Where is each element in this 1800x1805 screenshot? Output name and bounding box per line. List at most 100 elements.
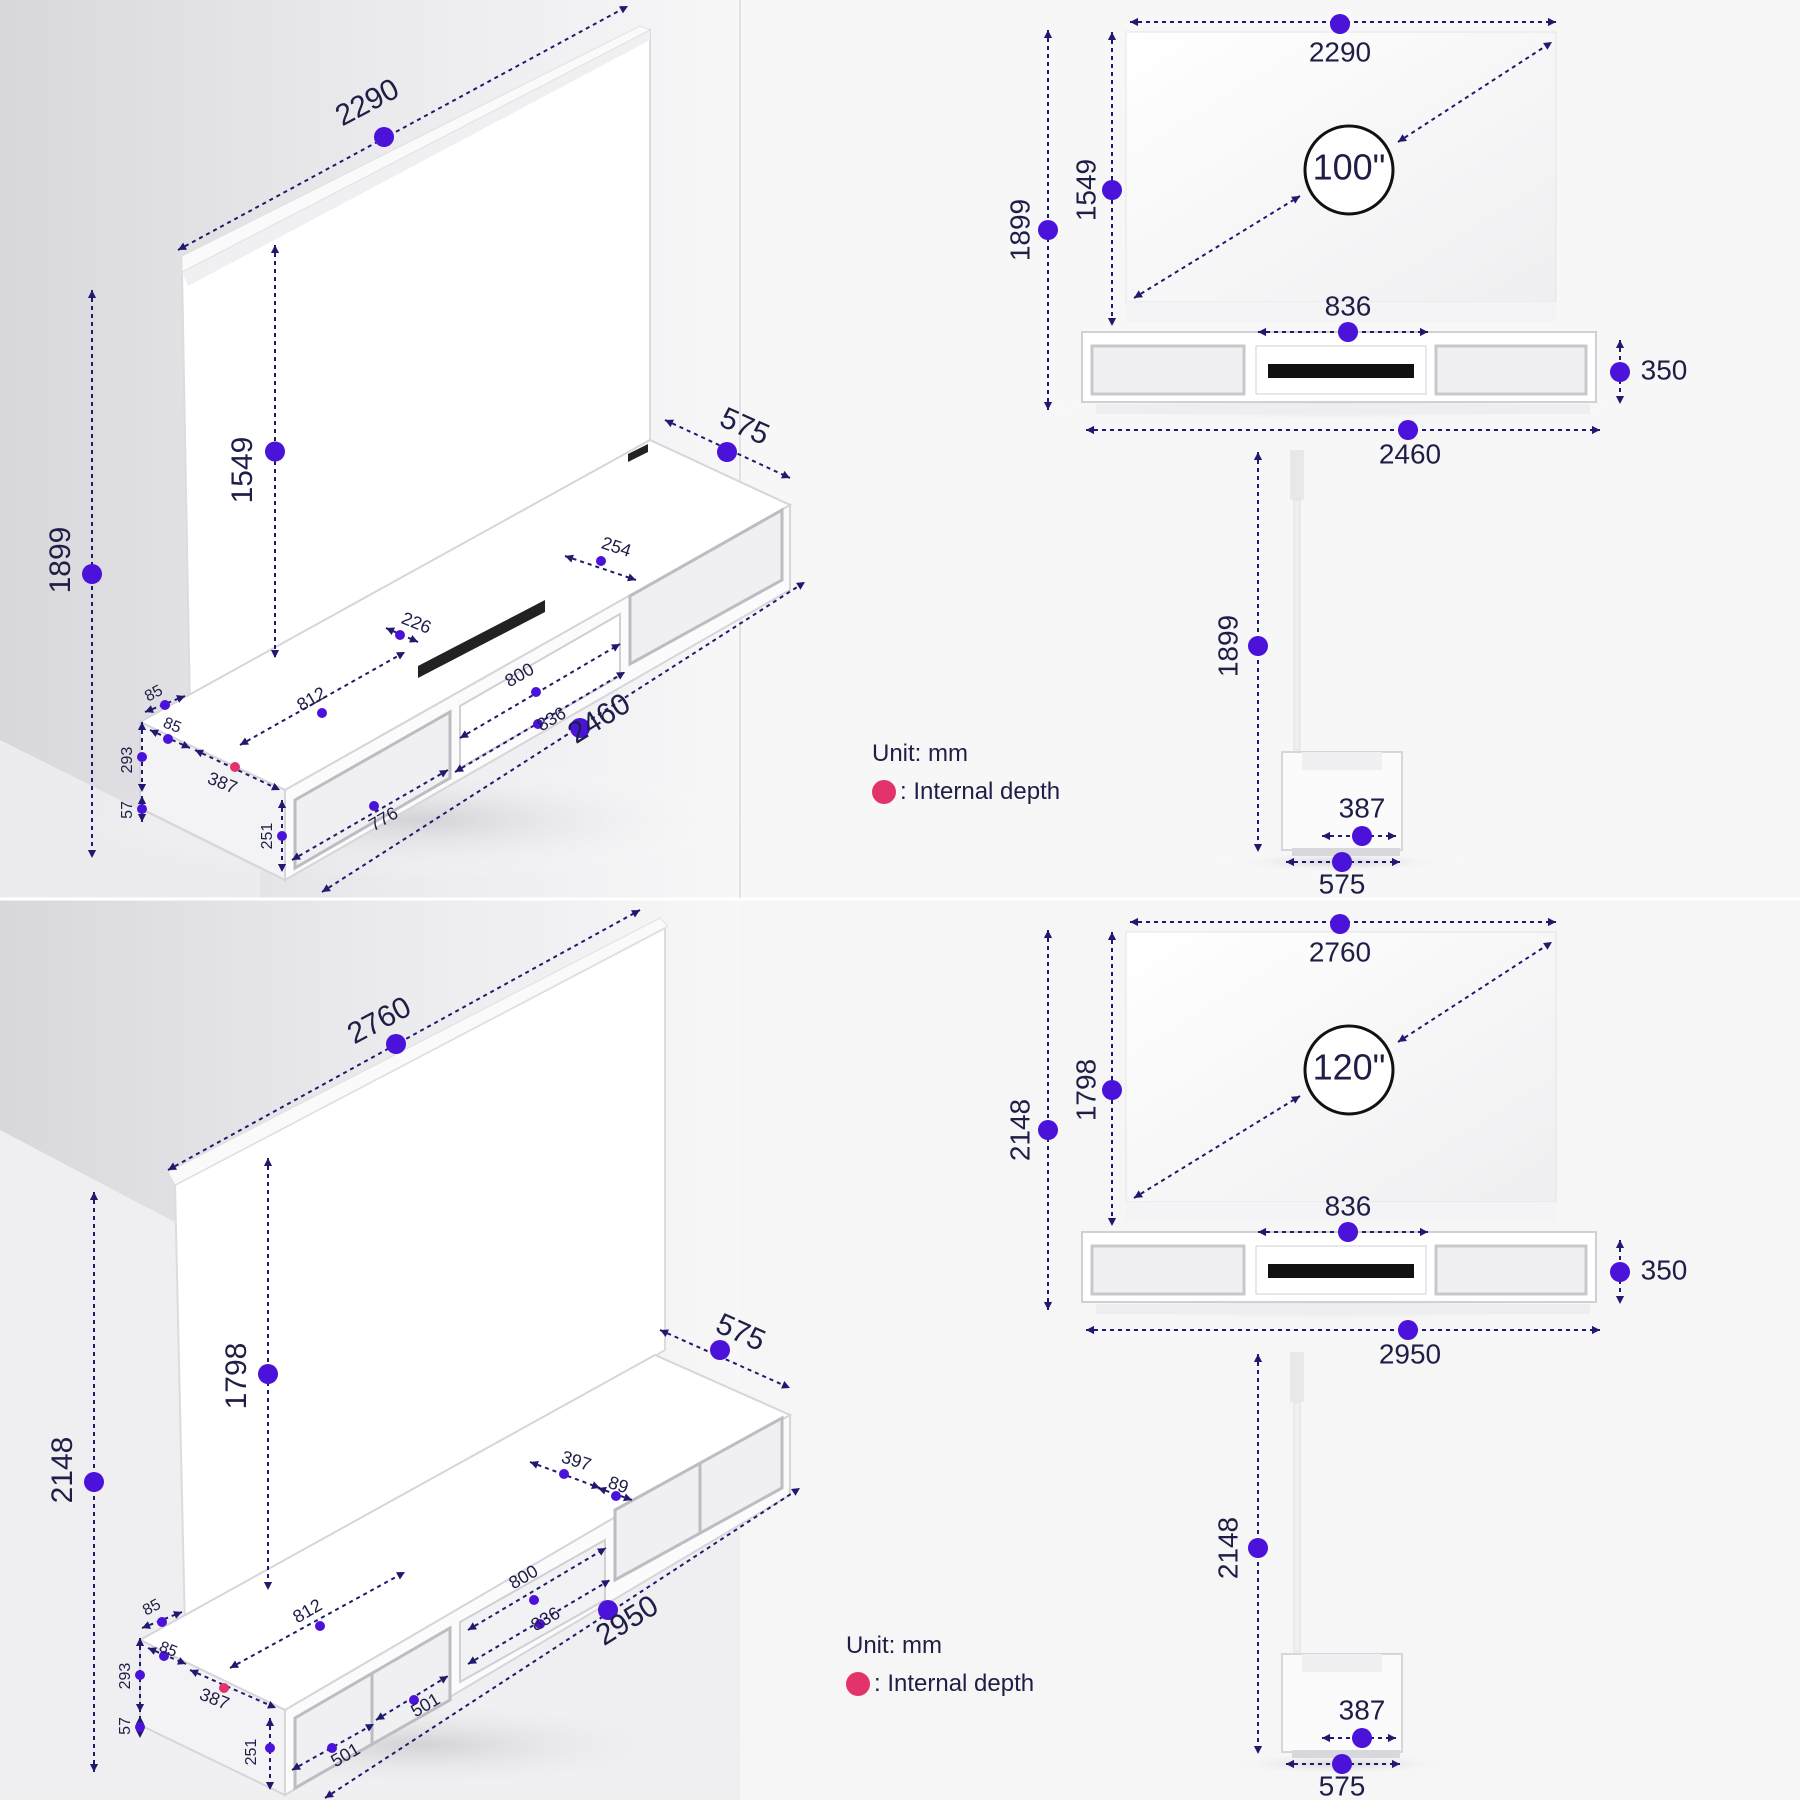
iso-offset-85b-label: 85 (157, 1639, 180, 1661)
dimension-dot-icon (1330, 14, 1350, 34)
dimension-dot-icon (327, 1743, 337, 1753)
side-internal-depth-label: 387 (1339, 792, 1386, 823)
top-legend-internal-depth: : Internal depth (900, 778, 1061, 805)
front-cabinet-length-label: 2460 (1379, 438, 1441, 469)
bottom-legend-unit: Unit: mm (846, 1632, 942, 1659)
dimension-dot-icon (386, 1034, 406, 1054)
front-screen-diagonal (1133, 941, 1553, 1199)
dimension-dot-icon (1610, 362, 1630, 382)
dimension-dot-icon (559, 1469, 569, 1479)
front-screen-height: 1549 (1070, 32, 1122, 326)
iso-inner-251: 251 (243, 1718, 275, 1790)
dimension-dot-icon (533, 719, 543, 729)
side-depth-label: 575 (1319, 1770, 1366, 1800)
front-cabinet-height: 350 (1610, 340, 1687, 404)
iso-screen-height-label: 1798 (220, 1343, 253, 1410)
front-cabinet-height: 350 (1610, 1240, 1687, 1304)
side-total-height: 2148 (1212, 1354, 1268, 1754)
top-legend-unit: Unit: mm (872, 740, 968, 767)
dimension-dot-icon (163, 734, 173, 744)
iso-height-293: 293 (119, 722, 147, 792)
dimension-dot-icon (157, 1617, 167, 1627)
internal-depth-dot-icon (846, 1672, 870, 1696)
side-depth-label: 575 (1319, 868, 1366, 899)
dimension-dot-icon (1102, 180, 1122, 200)
iso-screen-height: 1798 (220, 1158, 278, 1590)
front-screen-height: 1798 (1070, 932, 1122, 1226)
iso-height-57: 57 (117, 1716, 145, 1738)
internal-depth-dot-icon (230, 762, 240, 772)
dimension-dot-icon (529, 1595, 539, 1605)
side-total-height-label: 1899 (1212, 615, 1243, 677)
iso-offset-85b: 85 (147, 1639, 187, 1665)
front-total-height: 1899 (1004, 30, 1058, 410)
dimension-dot-icon (1398, 1320, 1418, 1340)
dimension-dot-icon (374, 127, 394, 147)
front-screen-width-label: 2760 (1309, 936, 1371, 967)
dimension-dot-icon (596, 556, 606, 566)
dimension-dot-icon (315, 1621, 325, 1631)
dimension-dot-icon (1248, 636, 1268, 656)
front-screen-width: 2760 (1130, 914, 1556, 967)
dimension-dot-icon (1610, 1262, 1630, 1282)
dimension-dot-icon (598, 1600, 618, 1620)
dimension-dot-icon (135, 1722, 145, 1732)
iso-total-height: 2148 (46, 1192, 104, 1772)
dimension-dot-icon (369, 801, 379, 811)
front-total-height-label: 1899 (1004, 199, 1035, 261)
dimension-dot-icon (265, 441, 285, 462)
side-internal-depth: 387 (1322, 1694, 1396, 1748)
dimension-dot-icon (1332, 852, 1352, 872)
dimension-dot-icon (137, 804, 147, 814)
iso-screen-height: 1549 (226, 245, 285, 658)
top-front-furniture (1030, 31, 1630, 422)
front-screen-width: 2290 (1130, 14, 1556, 67)
side-total-height-label: 2148 (1212, 1517, 1243, 1579)
iso-compartment-501b: 501 (375, 1675, 449, 1721)
dimension-dot-icon (1398, 420, 1418, 440)
iso-internal-387: 387 (189, 1669, 277, 1714)
iso-offset-85a: 85 (142, 682, 186, 713)
front-screen-height-label: 1549 (1070, 159, 1101, 221)
dimension-dot-icon (135, 1670, 145, 1680)
front-center-width: 836 (1258, 1190, 1428, 1242)
iso-offset-85b-label: 85 (161, 715, 184, 737)
dimension-dot-icon (82, 564, 102, 584)
dimension-dot-icon (159, 1651, 169, 1661)
side-depth: 575 (1286, 1754, 1400, 1801)
front-center-width-label: 836 (1325, 1190, 1372, 1221)
dimension-dot-icon (1352, 1728, 1372, 1748)
iso-offset-85a-label: 85 (142, 682, 166, 705)
dimension-dot-icon (137, 752, 147, 762)
dimension-dot-icon (1102, 1080, 1122, 1100)
side-total-height: 1899 (1212, 452, 1268, 852)
iso-total-height: 1899 (44, 290, 102, 858)
front-cabinet-length: 2460 (1086, 420, 1600, 469)
iso-height-57-label: 57 (119, 801, 136, 819)
bottom-front-furniture (1030, 931, 1630, 1322)
top-legend: Unit: mm : Internal depth (872, 740, 1132, 806)
iso-offset-85b: 85 (149, 715, 191, 749)
dimension-dot-icon (1352, 826, 1372, 846)
front-total-height: 2148 (1004, 930, 1058, 1310)
iso-offset-85a: 85 (140, 1596, 183, 1629)
internal-depth-dot-icon (219, 1683, 229, 1693)
dimension-dot-icon (710, 1340, 730, 1360)
front-screen-diagonal (1133, 41, 1553, 299)
dimension-dot-icon (717, 442, 737, 462)
dimension-dot-icon (1248, 1538, 1268, 1558)
internal-depth-dot-icon (872, 780, 896, 804)
iso-total-height-label: 2148 (46, 1437, 79, 1504)
side-depth: 575 (1286, 852, 1400, 899)
iso-height-293-label: 293 (119, 747, 136, 774)
bottom-legend: Unit: mm : Internal depth (846, 1632, 1106, 1698)
iso-height-57-label: 57 (117, 1717, 134, 1735)
iso-height-293-label: 293 (117, 1663, 134, 1690)
dimension-dot-icon (535, 1619, 545, 1629)
dimension-dot-icon (1330, 914, 1350, 934)
dimension-dot-icon (160, 700, 170, 710)
dimension-dot-icon (570, 718, 590, 738)
dimension-dot-icon (611, 1491, 621, 1501)
front-cabinet-length: 2950 (1086, 1320, 1600, 1369)
